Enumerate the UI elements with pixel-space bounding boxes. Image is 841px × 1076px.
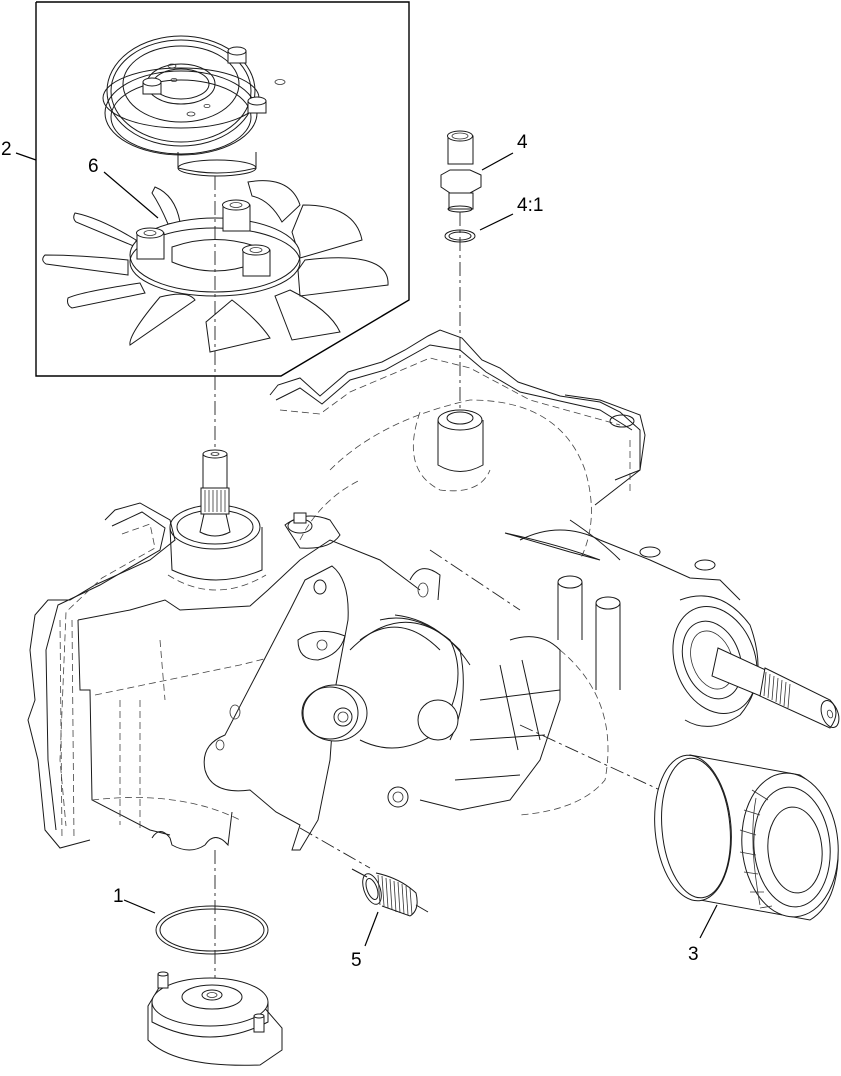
callout-6: 6 — [88, 156, 99, 177]
oil-filter-icon — [654, 754, 839, 921]
callout-1: 1 — [113, 886, 124, 907]
inset-box — [35, 1, 410, 377]
extension-spring-icon — [351, 868, 429, 917]
callout-5: 5 — [351, 950, 362, 971]
pulley-icon — [102, 35, 286, 177]
hose-barb-fitting-icon — [440, 130, 482, 213]
large-o-ring-icon — [155, 905, 269, 955]
leader-lines — [15, 152, 718, 947]
callout-4-1: 4:1 — [517, 195, 544, 216]
filter-base-icon — [147, 971, 283, 1066]
callout-4: 4 — [517, 132, 528, 153]
transaxle-housing-icon — [27, 329, 840, 851]
callout-2: 2 — [1, 139, 12, 160]
callout-3: 3 — [688, 944, 699, 965]
